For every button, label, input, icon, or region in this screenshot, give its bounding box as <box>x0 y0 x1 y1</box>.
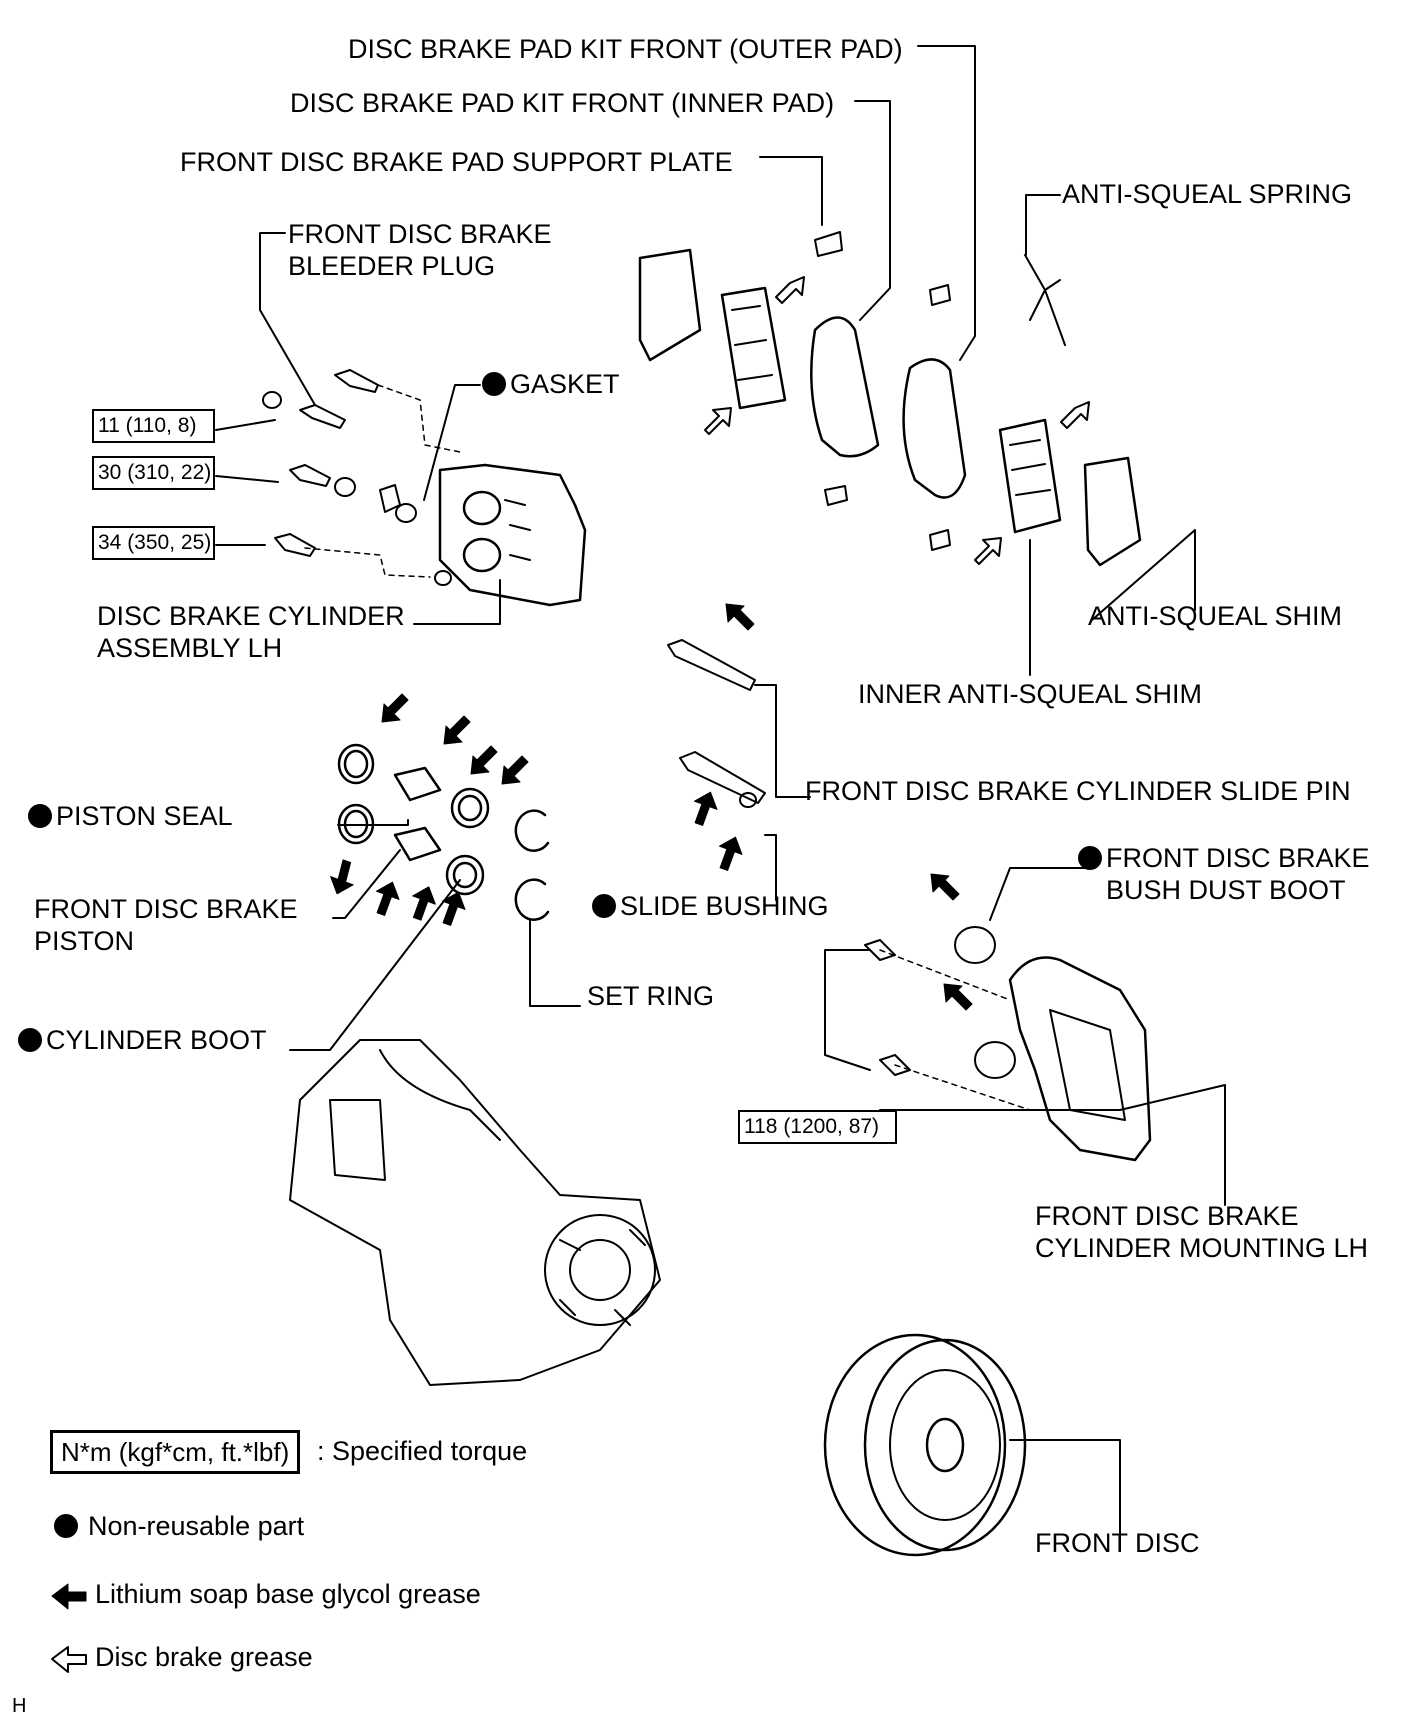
inner-pad <box>810 316 880 458</box>
label-inner-anti-squeal-shim: INNER ANTI-SQUEAL SHIM <box>858 679 1203 709</box>
anti-squeal-spring <box>1024 254 1066 346</box>
disc-grease-arrows <box>704 276 1090 565</box>
label-outer-pad: DISC BRAKE PAD KIT FRONT (OUTER PAD) <box>348 34 903 64</box>
mounting-bracket <box>1008 956 1152 1162</box>
leader-lines <box>215 45 1226 1546</box>
label-piston-line2: PISTON <box>34 926 135 956</box>
open-arrow-icon <box>51 1646 87 1673</box>
non-reusable-icon <box>28 804 52 828</box>
label-bleeder-plug-line2: BLEEDER PLUG <box>288 251 496 281</box>
label-cylinder-mounting-line1: FRONT DISC BRAKE <box>1035 1201 1299 1231</box>
non-reusable-icon <box>54 1514 78 1538</box>
legend-torque-desc: : Specified torque <box>317 1436 528 1466</box>
label-inner-pad: DISC BRAKE PAD KIT FRONT (INNER PAD) <box>290 88 835 118</box>
label-cylinder-mounting-line2: CYLINDER MOUNTING LH <box>1035 1233 1369 1263</box>
bolts <box>262 369 1016 1079</box>
label-support-plate: FRONT DISC BRAKE PAD SUPPORT PLATE <box>180 147 733 177</box>
pads-and-shims <box>638 231 1142 567</box>
torque-bleeder: 11 (110, 8) <box>92 409 215 443</box>
non-reusable-icon <box>18 1028 42 1052</box>
label-cylinder-assembly-line1: DISC BRAKE CYLINDER <box>97 601 405 631</box>
dashed-lines <box>304 384 1031 1111</box>
torque-union-bolt: 30 (310, 22) <box>92 456 215 490</box>
outer-anti-squeal-shim <box>638 248 702 362</box>
anti-squeal-shim <box>1083 456 1142 567</box>
caliper <box>438 463 587 607</box>
legend-symbols <box>51 1583 87 1673</box>
label-slide-pin: FRONT DISC BRAKE CYLINDER SLIDE PIN <box>805 776 1351 806</box>
legend-non-reusable: Non-reusable part <box>54 1510 304 1543</box>
pad-support-shim-left <box>720 286 787 410</box>
grease-arrows <box>330 603 973 1011</box>
label-cylinder-assembly-line2: ASSEMBLY LH <box>97 633 283 663</box>
steering-knuckle <box>289 1039 661 1386</box>
label-bush-dust-boot-line1: FRONT DISC BRAKE <box>1078 842 1370 875</box>
non-reusable-icon <box>1078 846 1102 870</box>
non-reusable-icon <box>592 894 616 918</box>
label-piston-line1: FRONT DISC BRAKE <box>34 894 298 924</box>
legend-lithium-grease: Lithium soap base glycol grease <box>95 1579 481 1609</box>
label-gasket: GASKET <box>482 368 620 401</box>
label-set-ring: SET RING <box>587 981 715 1011</box>
outer-pad <box>902 358 967 499</box>
torque-caliper-bolt: 34 (350, 25) <box>92 526 215 560</box>
label-anti-squeal-spring: ANTI-SQUEAL SPRING <box>1062 179 1353 209</box>
corner-mark: H <box>12 1695 27 1717</box>
label-slide-bushing: SLIDE BUSHING <box>592 890 829 923</box>
legend-torque-unit: N*m (kgf*cm, ft.*lbf) <box>50 1430 301 1474</box>
label-cylinder-boot: CYLINDER BOOT <box>18 1024 267 1057</box>
non-reusable-icon <box>482 372 506 396</box>
torque-mounting-bolt: 118 (1200, 87) <box>738 1110 897 1144</box>
label-bush-dust-boot-line2: BUSH DUST BOOT <box>1106 875 1346 905</box>
inner-anti-squeal-shim <box>998 418 1062 534</box>
legend-disc-grease: Disc brake grease <box>95 1642 313 1672</box>
piston-group <box>337 743 550 921</box>
label-bleeder-plug-line1: FRONT DISC BRAKE <box>288 219 552 249</box>
label-anti-squeal-shim: ANTI-SQUEAL SHIM <box>1088 601 1343 631</box>
label-front-disc: FRONT DISC <box>1035 1528 1200 1558</box>
filled-arrow-icon <box>51 1583 87 1610</box>
front-disc-rotor <box>823 1333 1027 1557</box>
label-piston-seal: PISTON SEAL <box>28 800 233 833</box>
